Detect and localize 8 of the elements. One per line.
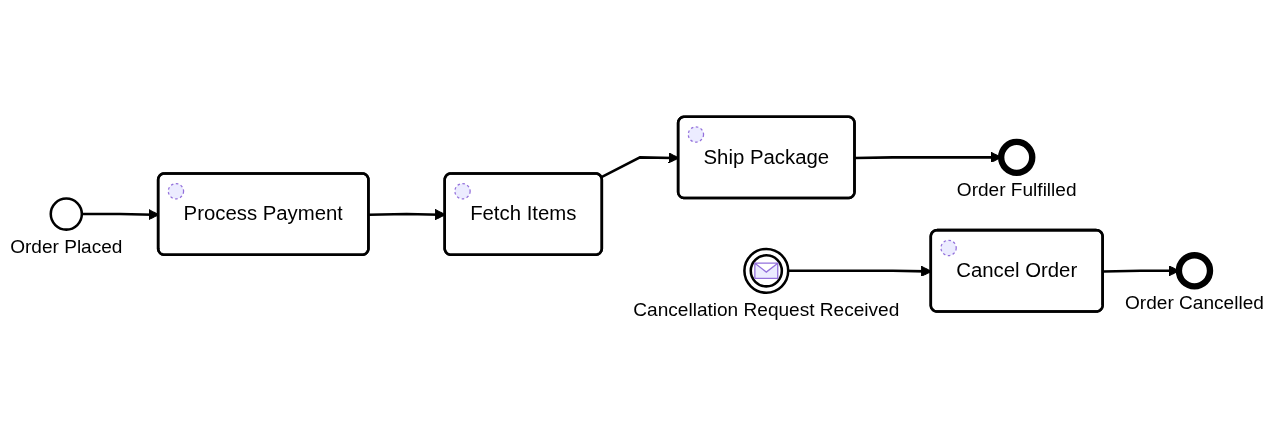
event-label: Order Placed	[10, 235, 123, 257]
event-label: Order Fulfilled	[956, 178, 1077, 200]
node-label: Ship Package	[703, 145, 830, 168]
event-label: Order Cancelled	[1125, 292, 1264, 314]
node-label: Process Payment	[183, 202, 343, 225]
event-label: Cancellation Request Received	[633, 298, 900, 320]
node-label: Cancel Order	[956, 259, 1078, 281]
node-label: Fetch Items	[470, 202, 577, 225]
